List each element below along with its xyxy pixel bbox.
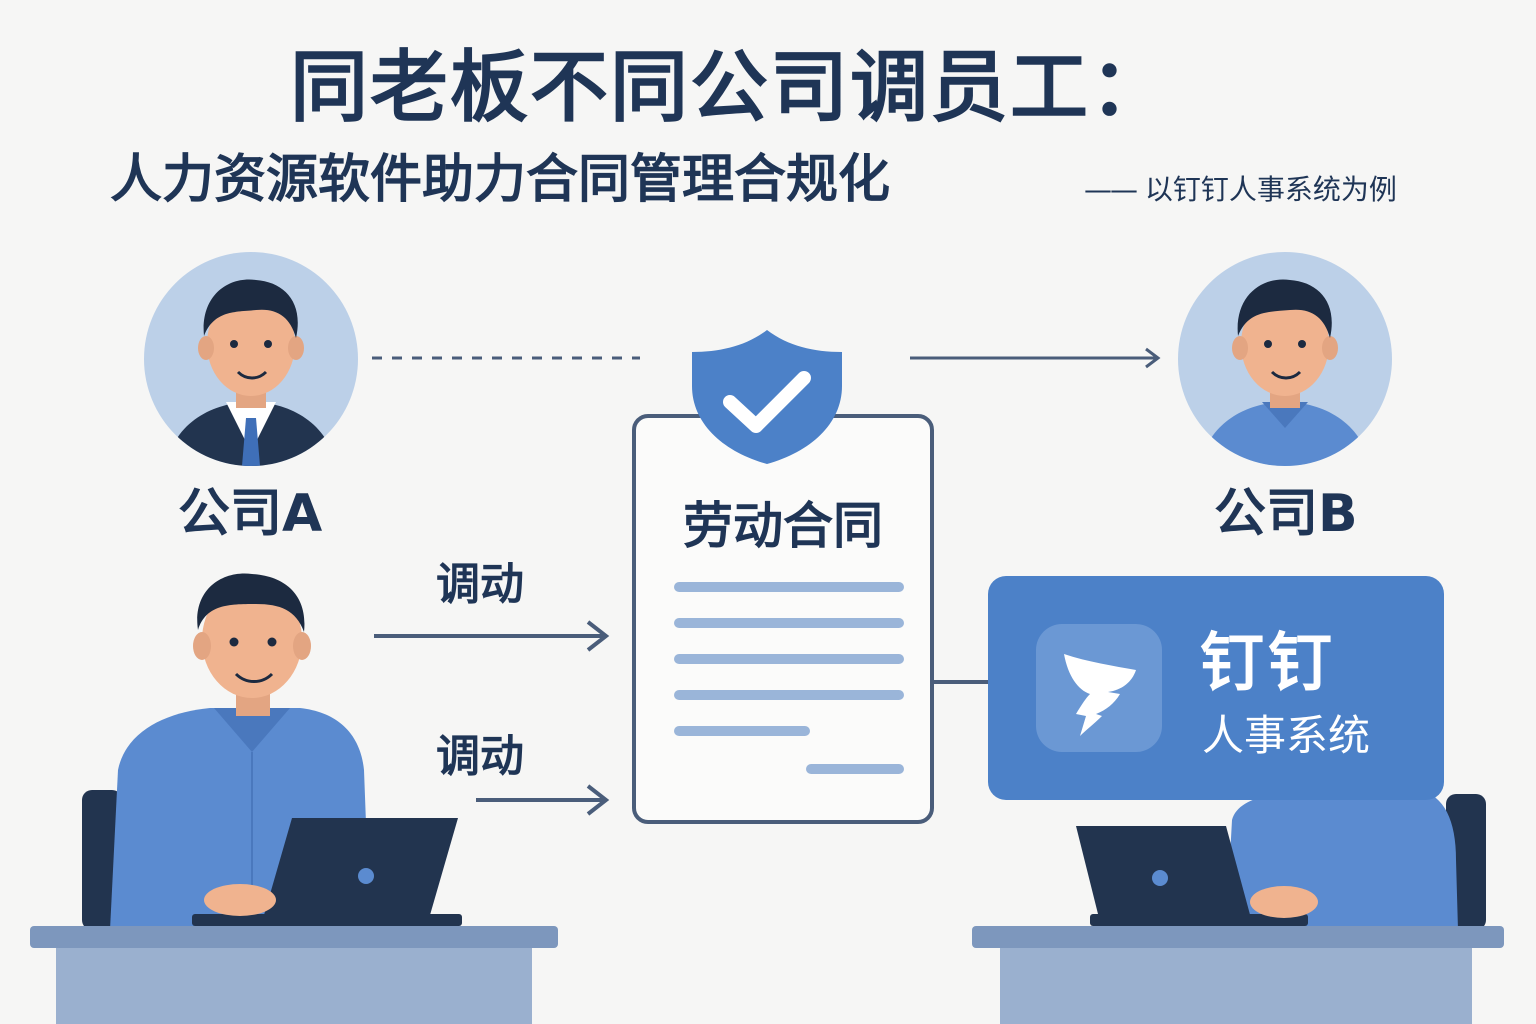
desk-top-a (30, 926, 558, 948)
dingtalk-subtitle: 人事系统 (1202, 711, 1371, 760)
transfer-arrow-2 (476, 784, 610, 816)
subtitle-note: —— 以钉钉人事系统为例 (1084, 168, 1397, 212)
subtitle-dash: —— (1084, 173, 1138, 206)
dingtalk-name: 钉钉 (1200, 627, 1336, 701)
employee-b-avatar (1178, 252, 1392, 466)
subtitle-note-text: 以钉钉人事系统为例 (1144, 173, 1397, 206)
laptop-icon (1076, 826, 1308, 926)
laptop-icon (192, 818, 462, 926)
shield-check-icon (692, 330, 842, 464)
desk-body-a (56, 948, 532, 1024)
dingtalk-logo-icon (1036, 624, 1162, 752)
contract-signature-line (806, 764, 904, 774)
transfer-arrow-1 (374, 620, 610, 652)
desk-body-b (1000, 948, 1472, 1024)
desk-top-b (972, 926, 1504, 948)
boss-avatar (144, 252, 358, 466)
contract-title: 劳动合同 (683, 497, 883, 555)
contract-text-line (674, 726, 810, 736)
contract-text-line (674, 618, 904, 628)
company-b-label: 公司B (1214, 484, 1358, 544)
contract-text-line (674, 690, 904, 700)
transfer-label-2: 调动 (436, 731, 524, 782)
page-subtitle: 人力资源软件助力合同管理合规化 (110, 150, 891, 210)
arrow-right-icon (910, 347, 1161, 369)
page-title: 同老板不同公司调员工： (290, 43, 1171, 133)
company-a-label: 公司A (178, 484, 323, 544)
dingtalk-hr-panel: 钉钉 人事系统 (988, 576, 1444, 800)
contract-text-line (674, 654, 904, 664)
contract-text-line (674, 582, 904, 592)
transfer-label-1: 调动 (436, 559, 524, 610)
